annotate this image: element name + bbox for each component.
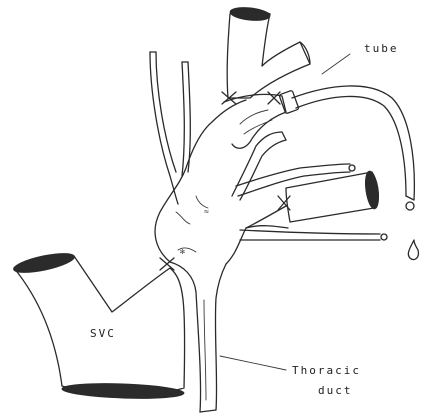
svc-vessel: SVC: [12, 250, 184, 400]
tube-leader-line: [322, 54, 350, 74]
upper-vein-opening: [229, 6, 270, 22]
ligature-right: [278, 196, 290, 210]
upper-y-vein: [227, 6, 310, 98]
thoracic-label-line1: Thoracic: [292, 364, 361, 377]
thoracic-duct-callout: Thoracic duct: [220, 356, 361, 397]
tube-callout: tube: [322, 42, 399, 74]
thoracic-label-line2: duct: [318, 384, 353, 397]
fluid-drop: [408, 240, 418, 260]
suture-mark-2: ≈: [204, 207, 209, 216]
right-vessel-opening: [363, 170, 380, 209]
tributary-end-2: [381, 234, 387, 240]
right-vessel-stub: [286, 170, 381, 222]
cannula-hub: [279, 90, 299, 114]
tube-end: [406, 202, 414, 210]
svc-top-opening: [12, 250, 76, 277]
ligature-cannula: [268, 92, 280, 104]
tributary-end-1: [349, 165, 355, 171]
suture-mark-1: ✻: [180, 247, 185, 256]
svc-bottom-opening: [62, 382, 184, 400]
svc-label: SVC: [90, 327, 116, 340]
thoracic-leader-line: [220, 356, 286, 370]
left-tributaries: [150, 52, 190, 204]
tube-label: tube: [364, 42, 399, 55]
